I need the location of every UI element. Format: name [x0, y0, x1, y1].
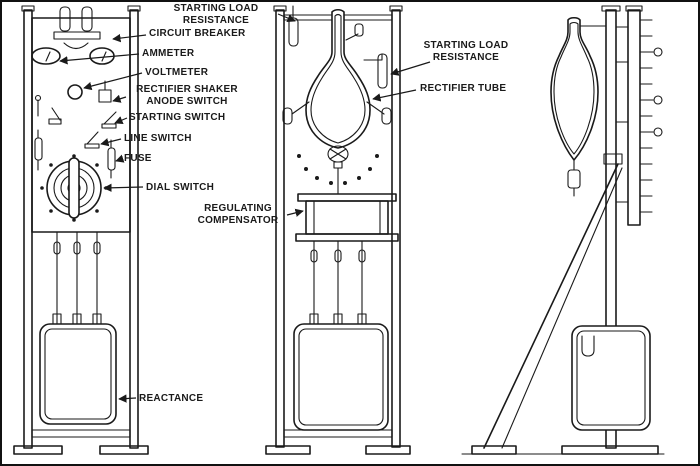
leader-rectifier-shaker — [112, 94, 127, 103]
line-switch-drawing — [84, 131, 100, 149]
label-ammeter: AMMETER — [142, 48, 194, 60]
label-rectifier-shaker-anode-switch: RECTIFIER SHAKER ANODE SWITCH — [128, 84, 246, 107]
label-line: RESISTANCE — [432, 51, 500, 63]
leader-voltmeter — [83, 72, 143, 91]
label-line: ANODE SWITCH — [146, 95, 228, 107]
panel-edge-fittings — [639, 19, 663, 213]
label-line: CIRCUIT BREAKER — [149, 28, 246, 39]
label-starting-switch: STARTING SWITCH — [129, 112, 225, 124]
label-line: REGULATING — [204, 203, 272, 214]
middle-base — [265, 429, 411, 455]
label-line: STARTING LOAD — [423, 40, 509, 51]
panel-leads — [52, 231, 102, 327]
left-base — [13, 429, 149, 455]
label-line: AMMETER — [142, 48, 195, 59]
fuse-drawing-left — [34, 129, 43, 171]
ammeter-dial — [31, 47, 61, 65]
panel-small-switches — [34, 80, 112, 125]
voltmeter-dial — [67, 84, 83, 100]
label-line-switch: LINE SWITCH — [124, 133, 192, 145]
leader-regulating-compensator — [286, 208, 304, 217]
tube-side-view — [461, 5, 665, 455]
starting-load-resistor-top — [288, 5, 299, 47]
leader-circuit-breaker — [112, 33, 147, 43]
label-rectifier-tube: RECTIFIER TUBE — [420, 83, 506, 95]
label-circuit-breaker: CIRCUIT BREAKER — [149, 28, 246, 40]
label-voltmeter: VOLTMETER — [145, 67, 208, 79]
label-line: VOLTMETER — [145, 67, 209, 78]
tube-front-view — [265, 5, 411, 455]
fuse-drawing-right — [107, 139, 116, 179]
starting-switch-drawing — [101, 111, 117, 129]
reactance-coil-side — [571, 325, 651, 431]
regulating-compensator-drawing — [295, 193, 399, 242]
compensator-leads — [309, 240, 367, 327]
circuit-breaker-drawing — [53, 6, 101, 50]
right-base — [461, 445, 665, 455]
leader-dial-switch — [103, 183, 144, 193]
leader-starting-switch — [114, 116, 128, 124]
leader-line-switch — [100, 138, 122, 147]
label-line: DIAL SWITCH — [146, 182, 215, 193]
leader-arrows — [59, 13, 431, 403]
label-dial-switch: DIAL SWITCH — [146, 182, 214, 194]
label-line: STARTING SWITCH — [129, 112, 226, 123]
label-starting-load-resistance-top: STARTING LOAD RESISTANCE — [154, 3, 278, 26]
label-reactance: REACTANCE — [139, 393, 203, 405]
rectifier-tube-drawing — [282, 8, 392, 169]
leader-rectifier-tube — [372, 89, 417, 102]
leader-starting-load-top — [277, 13, 296, 23]
label-line: RECTIFIER SHAKER — [136, 84, 238, 95]
leader-starting-load-right — [390, 61, 431, 76]
label-regulating-compensator: REGULATING COMPENSATOR — [190, 203, 286, 226]
front-panel-view — [13, 5, 149, 455]
label-line: RECTIFIER TUBE — [420, 83, 507, 94]
reactance-coil-middle — [293, 323, 389, 431]
rectifier-tube-profile — [550, 16, 607, 197]
diagonal-brace — [483, 153, 623, 449]
label-starting-load-resistance-right: STARTING LOAD RESISTANCE — [410, 40, 522, 63]
label-line: COMPENSATOR — [197, 214, 279, 226]
label-fuse: FUSE — [124, 153, 152, 165]
leader-ammeter — [59, 53, 140, 65]
leader-reactance — [118, 394, 137, 403]
leader-fuse — [115, 154, 125, 163]
starting-load-resistor-right — [363, 53, 388, 89]
terminal-arc-dots — [297, 154, 379, 185]
dial-switch-drawing — [40, 154, 108, 222]
label-line: RESISTANCE — [182, 14, 250, 26]
label-line: LINE SWITCH — [124, 133, 192, 144]
reactance-coil-left — [39, 323, 117, 425]
label-line: REACTANCE — [139, 393, 204, 404]
label-line: STARTING LOAD — [173, 3, 259, 14]
label-line: FUSE — [124, 153, 152, 164]
